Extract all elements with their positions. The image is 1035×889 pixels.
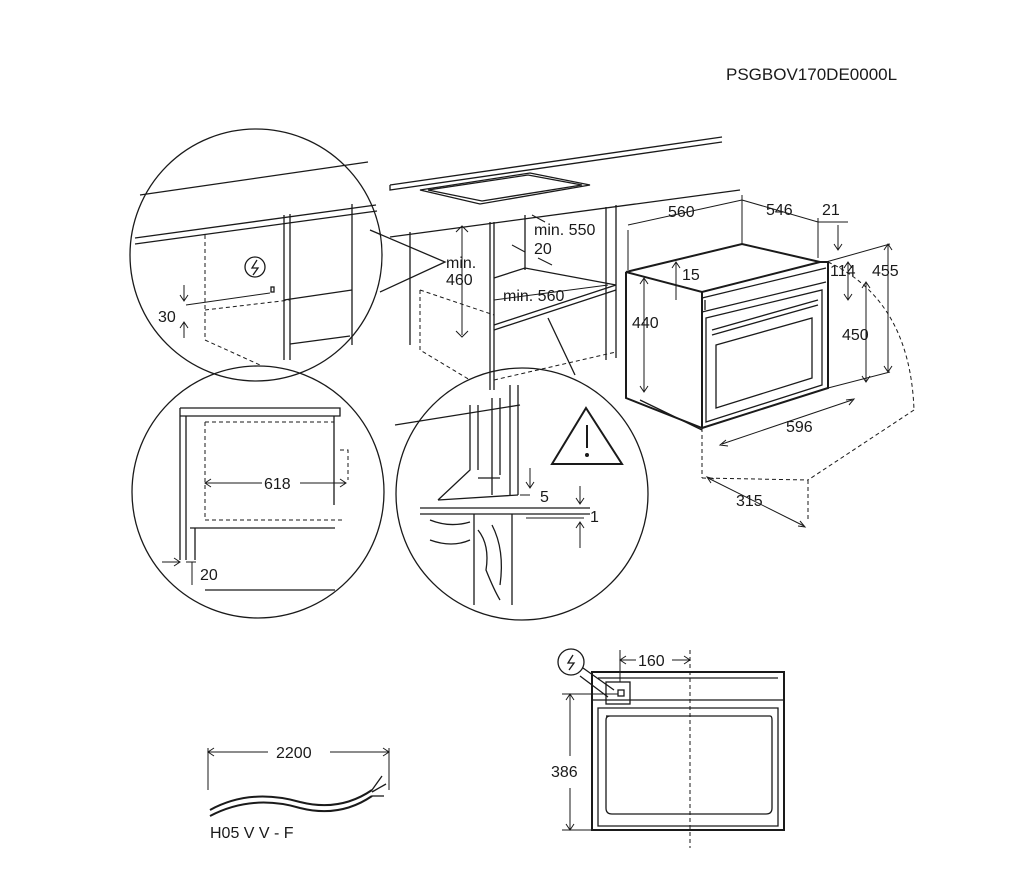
label-21: 21 <box>822 202 840 219</box>
label-cable-type: H05 V V - F <box>210 825 294 842</box>
detail-circle-socket: 30 <box>129 128 447 382</box>
label-315: 315 <box>736 493 763 510</box>
label-30: 30 <box>158 309 176 326</box>
label-min-460-top: min. <box>446 255 476 272</box>
label-460: 460 <box>446 272 473 289</box>
oven-front-view: 160 386 <box>551 648 785 848</box>
cabinet-scene: min. 460 min. 550 20 min. 560 <box>389 136 741 426</box>
label-440: 440 <box>632 315 659 332</box>
label-160: 160 <box>638 653 665 670</box>
model-code: PSGBOV170DE0000L <box>726 65 897 84</box>
cable-diagram: 2200 H05 V V - F <box>207 745 390 842</box>
label-2200: 2200 <box>276 745 312 762</box>
label-min-560: min. 560 <box>503 288 564 305</box>
label-20-side: 20 <box>200 567 218 584</box>
detail-circle-width: 618 20 <box>131 365 385 619</box>
label-min-550: min. 550 <box>534 222 595 239</box>
label-1: 1 <box>590 509 599 526</box>
label-596: 596 <box>786 419 813 436</box>
label-114: 114 <box>830 263 856 280</box>
label-450: 450 <box>842 327 869 344</box>
detail-circle-gap: 5 1 <box>395 317 649 621</box>
label-5: 5 <box>540 489 549 506</box>
label-20-niche: 20 <box>534 241 552 258</box>
label-455: 455 <box>872 263 899 280</box>
electric-socket-icon <box>244 256 266 278</box>
label-546: 546 <box>766 202 793 219</box>
oven-3d: 560 546 21 15 440 <box>625 195 915 528</box>
label-618: 618 <box>264 476 291 493</box>
warning-triangle-icon <box>550 406 624 465</box>
label-560: 560 <box>668 204 695 221</box>
label-386: 386 <box>551 764 578 781</box>
label-15: 15 <box>682 267 700 284</box>
electric-socket-icon <box>557 648 585 676</box>
